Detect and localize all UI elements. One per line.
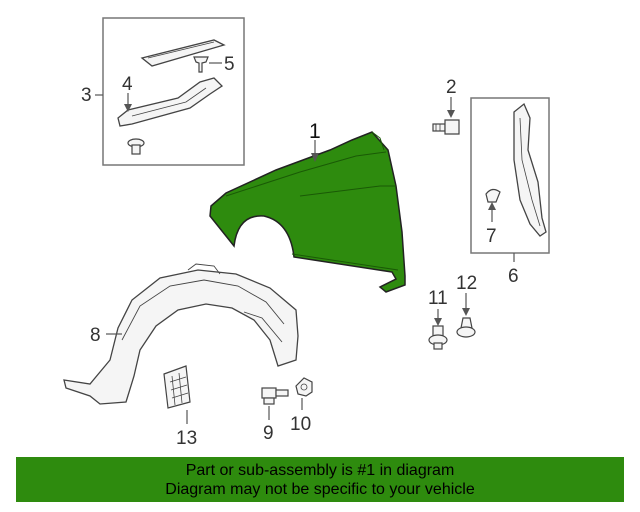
fender-liner-part-8[interactable] [63, 263, 299, 405]
clip-part-7[interactable] [485, 188, 501, 203]
clip-part-10[interactable] [295, 377, 313, 397]
disclaimer-line-2: Diagram may not be specific to your vehi… [165, 480, 475, 498]
callout-8: 8 [90, 325, 101, 346]
callout-9: 9 [263, 423, 274, 444]
clip-part-5[interactable] [193, 56, 209, 73]
callout-5: 5 [224, 54, 235, 75]
bracket-part-6[interactable] [513, 102, 547, 237]
clip-part-12[interactable] [456, 317, 476, 338]
callout-2: 2 [446, 77, 457, 98]
screw-under-bracket[interactable] [127, 138, 145, 155]
clip-part-11[interactable] [428, 325, 448, 350]
fender-part-1[interactable] [209, 131, 406, 293]
callout-7: 7 [486, 226, 497, 247]
seal-strip-part[interactable] [140, 39, 226, 67]
callout-4: 4 [122, 74, 133, 95]
cover-plate-part-13[interactable] [163, 365, 191, 409]
group-box-3 [102, 17, 245, 166]
bracket-part-4[interactable] [117, 77, 224, 127]
parts-diagram: 1 2 3 4 5 6 7 8 9 10 11 12 13 [63, 17, 550, 449]
bolt-part-2[interactable] [432, 119, 460, 135]
disclaimer-banner: Part or sub-assembly is #1 in diagram Di… [16, 457, 624, 502]
callout-6: 6 [508, 266, 519, 287]
callout-3: 3 [81, 85, 92, 106]
callout-12: 12 [456, 273, 477, 294]
callout-11: 11 [428, 288, 448, 309]
disclaimer-line-1: Part or sub-assembly is #1 in diagram [185, 461, 455, 479]
callout-10: 10 [290, 414, 311, 435]
bolt-part-9[interactable] [261, 387, 289, 405]
callout-1: 1 [309, 120, 321, 143]
group-box-6 [470, 97, 550, 254]
callout-13: 13 [176, 428, 197, 449]
